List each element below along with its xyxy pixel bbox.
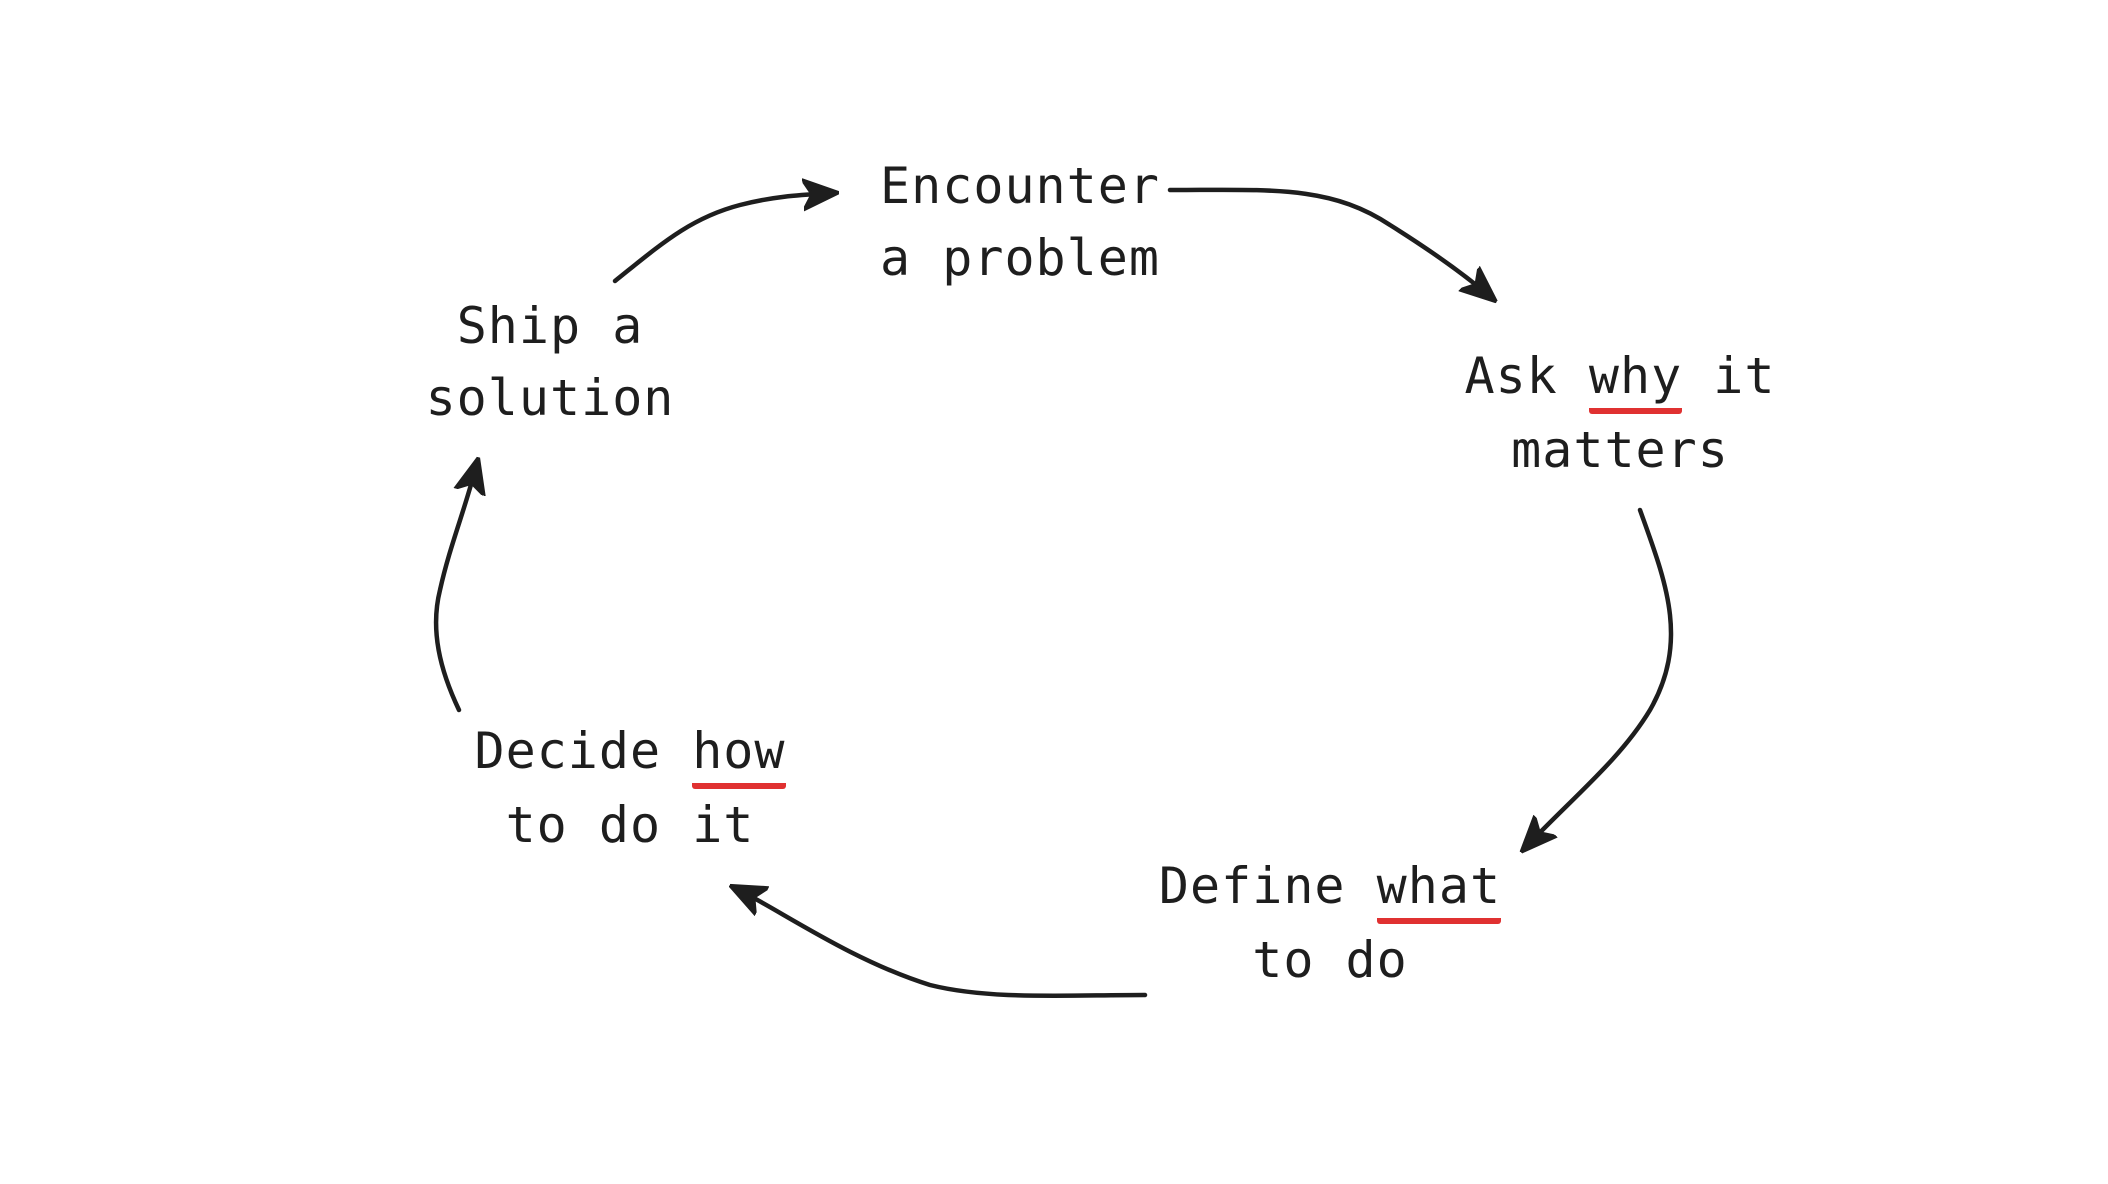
node-ship-a-solution: Ship a solution <box>330 290 770 434</box>
arrow-encounter-to-ask <box>1167 187 1492 298</box>
node-encounter-line2: a problem <box>880 229 1160 287</box>
node-define-what-to-do: Define what to do <box>1110 850 1550 996</box>
node-decide-highlight: how <box>692 721 786 789</box>
node-decide-pre: Decide <box>474 722 693 780</box>
node-define-pre: Define <box>1158 857 1377 915</box>
node-define-line2: to do <box>1252 931 1408 989</box>
arrow-ask-to-define <box>1525 507 1674 848</box>
node-decide-line1: Decide how <box>410 715 850 789</box>
node-ask-line2: matters <box>1511 421 1729 479</box>
node-ship-line2: solution <box>425 369 675 427</box>
arrow-ship-to-encounter <box>612 193 833 284</box>
node-define-line1: Define what <box>1110 850 1550 924</box>
node-ask-line1: Ask why it <box>1400 340 1840 414</box>
node-define-highlight: what <box>1376 856 1502 924</box>
node-encounter-a-problem: Encounter a problem <box>800 150 1240 294</box>
arrow-define-to-decide <box>735 888 1148 999</box>
node-ask-pre: Ask <box>1464 347 1589 405</box>
node-decide-line2: to do it <box>505 796 755 854</box>
node-ask-highlight: why <box>1588 346 1683 414</box>
node-decide-how-to-do-it: Decide how to do it <box>410 715 850 861</box>
node-encounter-line1: Encounter <box>880 157 1160 215</box>
node-ask-post: it <box>1682 347 1776 405</box>
node-ship-line1: Ship a <box>456 297 644 355</box>
node-ask-why-it-matters: Ask why it matters <box>1400 340 1840 486</box>
arrow-decide-to-ship <box>433 463 477 713</box>
